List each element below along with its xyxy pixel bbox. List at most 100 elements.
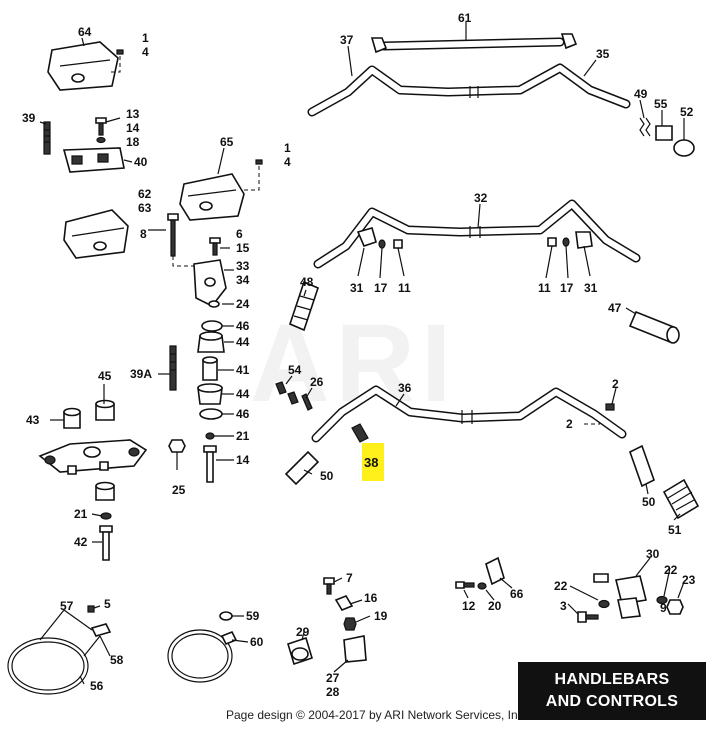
- part-51-grip-end[interactable]: [662, 478, 700, 520]
- callout-26: 26: [310, 375, 324, 389]
- part-65-riser-cover[interactable]: [179, 173, 245, 221]
- callout-labels: 64 1 4 39 13 14 18 40 65 1 4 62 63 8 6 1…: [22, 11, 696, 699]
- part-46-washer-upper[interactable]: [201, 320, 223, 332]
- part-55-ferrule[interactable]: [655, 125, 673, 141]
- part-56-57-cable-left[interactable]: [7, 635, 101, 695]
- callout-1: 1: [142, 31, 149, 45]
- part-48-grip-left[interactable]: [289, 280, 319, 332]
- part-16-bushing[interactable]: [334, 595, 354, 611]
- part-36-handlebar-lower[interactable]: [311, 385, 627, 443]
- part-6-15-screw[interactable]: [209, 237, 221, 256]
- title-line-2: AND CONTROLS: [545, 693, 679, 710]
- part-64-riser-cover[interactable]: [47, 41, 119, 91]
- callout-6: 6: [236, 227, 243, 241]
- callout-65: 65: [220, 135, 234, 149]
- part-43-bushing[interactable]: [63, 407, 81, 429]
- part-7-screw[interactable]: [323, 577, 335, 595]
- callout-38-highlighted[interactable]: 38: [364, 455, 379, 470]
- callout-12: 12: [462, 599, 476, 613]
- callout-54: 54: [288, 363, 302, 377]
- callout-4: 4: [142, 45, 149, 59]
- part-61-crossbar[interactable]: [370, 33, 578, 54]
- part-39a-stud[interactable]: [169, 345, 177, 391]
- part-46-washer-lower[interactable]: [199, 408, 223, 420]
- part-8-bolt[interactable]: [167, 213, 179, 257]
- callout-28: 28: [326, 685, 340, 699]
- part-25-nut[interactable]: [168, 439, 186, 470]
- part-45-bushing[interactable]: [95, 399, 115, 421]
- callout-48: 48: [300, 275, 314, 289]
- part-62-63-riser-cover[interactable]: [63, 209, 129, 259]
- part-bushing-under-clamp[interactable]: [95, 481, 115, 501]
- part-12-screw[interactable]: [455, 581, 475, 589]
- diagram-title-box: HANDLEBARS AND CONTROLS: [518, 662, 706, 720]
- callout-3: 3: [560, 599, 567, 613]
- part-60-cable-right[interactable]: [167, 629, 238, 683]
- part-27-28-bracket[interactable]: [343, 635, 367, 663]
- part-38-switch-highlighted[interactable]: [351, 423, 369, 443]
- callout-57: 57: [60, 599, 74, 613]
- callout-58: 58: [110, 653, 124, 667]
- part-47-grip-right[interactable]: [628, 310, 680, 344]
- callout-52: 52: [680, 105, 694, 119]
- part-32-handlebar-middle[interactable]: [313, 199, 641, 269]
- callout-66: 66: [510, 587, 524, 601]
- part-54-screws[interactable]: [275, 381, 299, 405]
- callout-50: 50: [642, 495, 656, 509]
- callout-61: 61: [458, 11, 472, 25]
- callout-31: 31: [584, 281, 598, 295]
- part-52-cap[interactable]: [673, 139, 695, 157]
- part-24-washer[interactable]: [208, 300, 220, 308]
- callout-17: 17: [374, 281, 388, 295]
- part-59-ferrule[interactable]: [219, 611, 233, 621]
- part-40-clamp[interactable]: [62, 147, 125, 173]
- callout-56: 56: [90, 679, 104, 693]
- part-23-nut[interactable]: [666, 599, 684, 615]
- callout-16: 16: [364, 591, 378, 605]
- part-3-screw[interactable]: [577, 611, 599, 623]
- part-triple-clamp[interactable]: [38, 439, 148, 475]
- part-31-clamp-left[interactable]: [356, 227, 377, 247]
- part-30-master-cylinder[interactable]: [615, 575, 647, 619]
- callout-33: 33: [236, 259, 250, 273]
- part-50-grip-left[interactable]: [284, 450, 320, 486]
- callout-55: 55: [654, 97, 668, 111]
- callout-34: 34: [236, 273, 250, 287]
- callout-22: 22: [664, 563, 678, 577]
- part-1-4-screw-upper[interactable]: [244, 159, 263, 191]
- part-14-bolt-stack[interactable]: [203, 445, 217, 483]
- part-58-cable-end[interactable]: [90, 623, 112, 637]
- part-50-grip-right[interactable]: [629, 444, 655, 488]
- part-26-screw[interactable]: [301, 393, 313, 411]
- callout-50: 50: [320, 469, 334, 483]
- part-39-stud[interactable]: [43, 121, 51, 155]
- part-44-bushing-upper[interactable]: [197, 331, 225, 353]
- part-5-screw[interactable]: [87, 605, 95, 613]
- part-49-spring[interactable]: [639, 117, 651, 137]
- part-20-washer[interactable]: [477, 582, 487, 590]
- part-22-screws-right[interactable]: [593, 573, 668, 609]
- part-37-35-handlebar-top[interactable]: [307, 63, 631, 117]
- part-19-nut[interactable]: [343, 617, 357, 631]
- callout-29: 29: [296, 625, 310, 639]
- part-13-screw[interactable]: [95, 117, 107, 144]
- callout-9: 9: [660, 601, 667, 615]
- part-1-4-screw-top[interactable]: [108, 49, 124, 73]
- part-41-spacer[interactable]: [202, 356, 218, 381]
- callout-5: 5: [104, 597, 111, 611]
- part-2-clamp-screws[interactable]: [584, 403, 615, 425]
- part-33-34-riser[interactable]: [193, 259, 227, 308]
- part-44-bushing-lower[interactable]: [197, 383, 223, 405]
- callout-14: 14: [236, 453, 250, 467]
- part-21-washer-left[interactable]: [100, 512, 112, 520]
- callout-13: 13: [126, 107, 140, 121]
- part-17-11-screw-right[interactable]: [547, 237, 570, 247]
- part-29-clamp[interactable]: [287, 636, 313, 666]
- part-31-clamp-right[interactable]: [575, 231, 593, 249]
- callout-2: 2: [612, 377, 619, 391]
- callout-23: 23: [682, 573, 696, 587]
- part-17-11-screw-left[interactable]: [378, 239, 403, 249]
- part-42-bolt[interactable]: [99, 525, 113, 561]
- part-66-bracket[interactable]: [485, 556, 505, 586]
- part-21-washer-stack[interactable]: [205, 432, 215, 440]
